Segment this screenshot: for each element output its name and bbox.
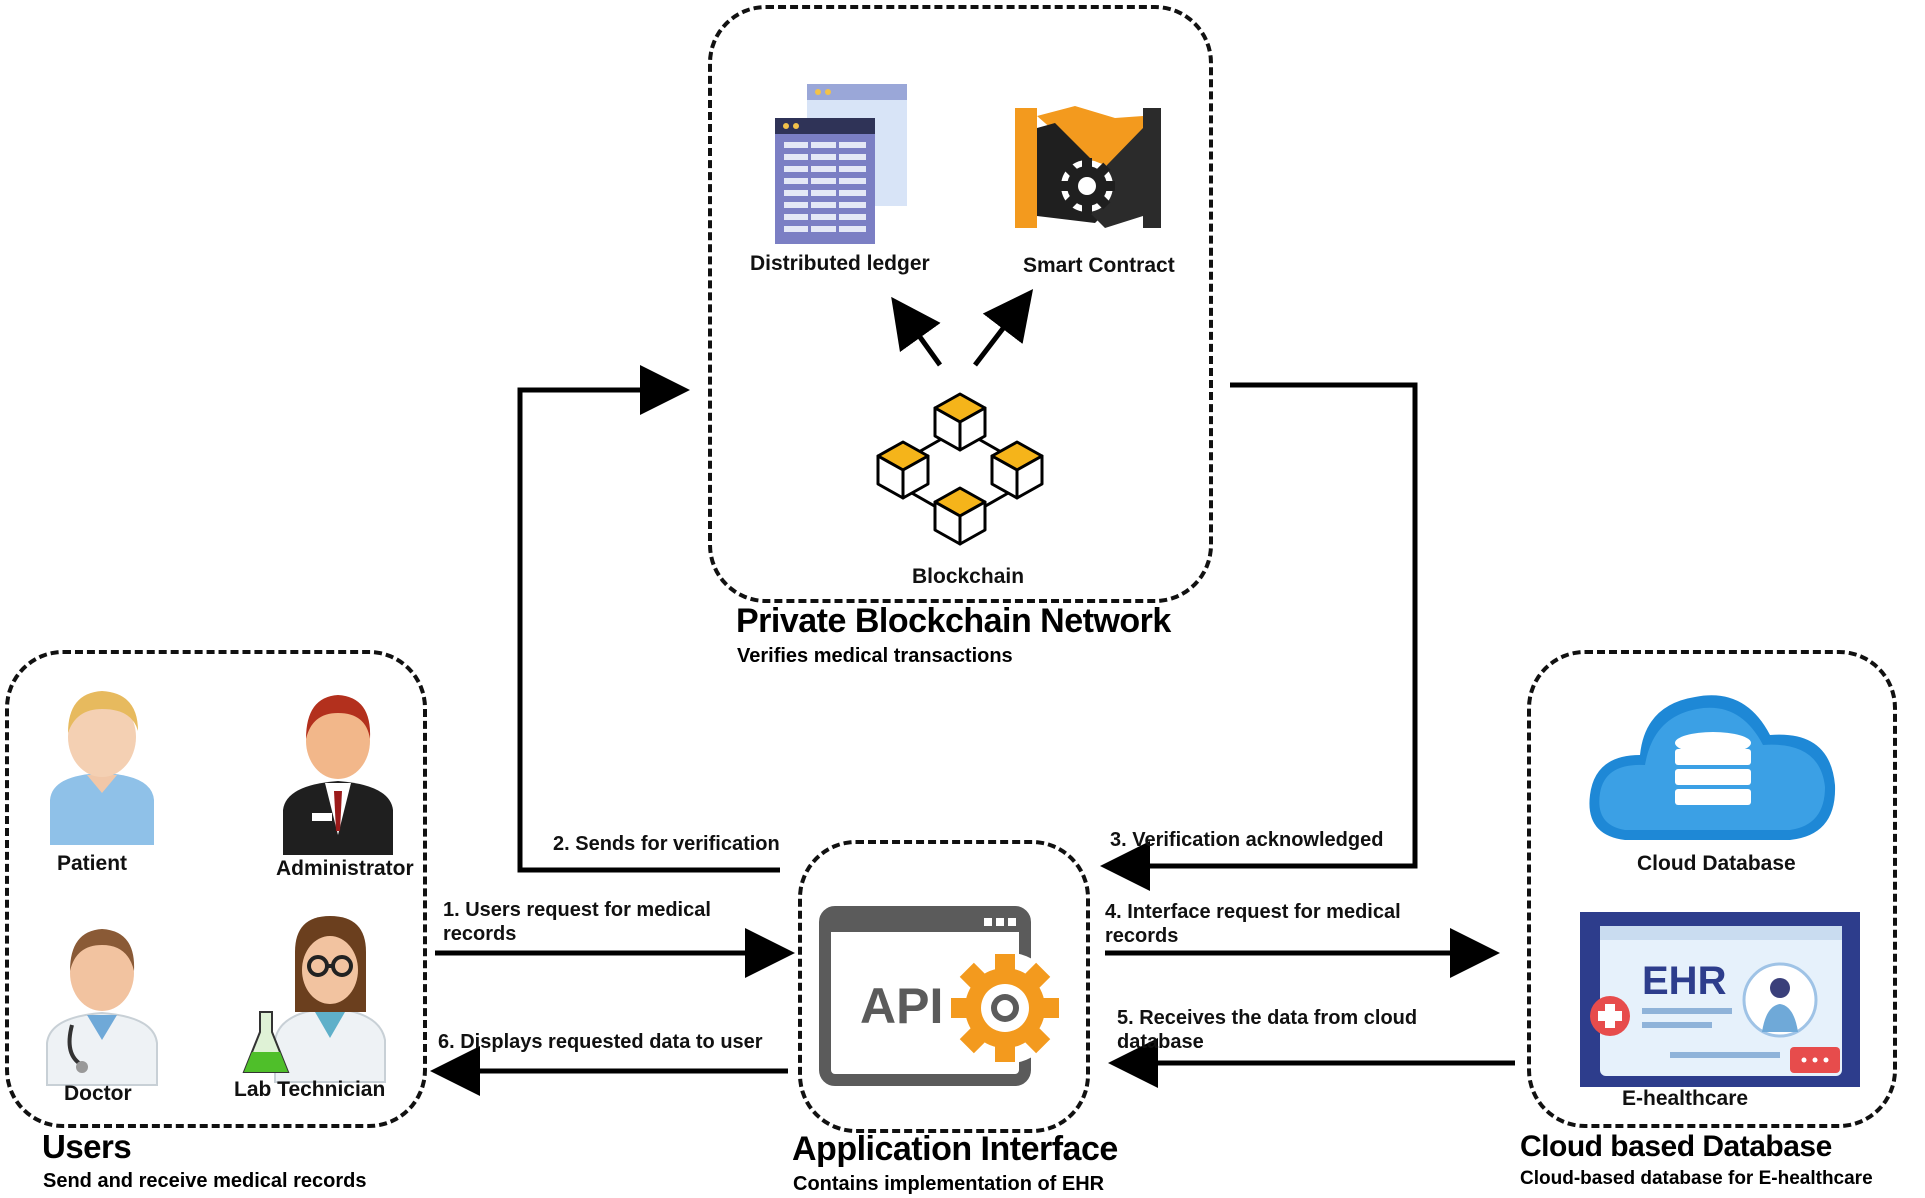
cloud-database-label: Cloud Database [1637,852,1796,875]
e-healthcare-label: E-healthcare [1622,1087,1749,1110]
smart-contract-handshake-icon [1015,106,1161,228]
cloud-database-box [1527,650,1897,1128]
ehr-e-healthcare-icon: EHR [1580,912,1860,1087]
blockchain-network-subtitle: Verifies medical transactions [737,645,1013,667]
blockchain-network-box [708,5,1213,603]
step-5-label: 5. Receives the data from cloud database [1117,1007,1418,1053]
arrow-to-contract [973,289,1034,367]
arrow-verification-acknowledged [1100,382,1418,891]
step-1-label: 1. Users request for medical records [443,899,711,945]
users-subtitle: Send and receive medical records [43,1170,367,1192]
doctor-label: Doctor [64,1082,132,1105]
application-interface-box [798,840,1090,1133]
administrator-avatar-icon [283,695,393,855]
application-interface-title: Application Interface [792,1130,1118,1168]
arrow-to-ledger [891,296,943,367]
administrator-label: Administrator [276,857,414,880]
cloud-database-icon [1589,695,1836,840]
application-interface-subtitle: Contains implementation of EHR [793,1173,1105,1195]
ehr-text: EHR [1642,959,1727,1003]
users-box [5,650,427,1128]
step-2-label: 2. Sends for verification [553,833,780,855]
patient-avatar-icon [50,691,154,845]
doctor-avatar-icon [46,929,158,1086]
patient-label: Patient [57,852,128,875]
step-3-label: 3. Verification acknowledged [1110,829,1384,851]
arrow-sends-for-verification [517,365,780,873]
distributed-ledger-label: Distributed ledger [750,252,930,275]
cloud-database-title: Cloud based Database [1520,1130,1832,1163]
api-gear-icon: API [819,906,1061,1086]
api-icon-text: API [860,978,943,1034]
lab-technician-label: Lab Technician [234,1078,386,1101]
cloud-database-subtitle: Cloud-based database for E-healthcare [1520,1168,1873,1189]
users-title: Users [42,1128,132,1165]
blockchain-cubes-icon [876,392,1044,546]
blockchain-label: Blockchain [912,565,1025,588]
step-4-label: 4. Interface request for medical records [1105,901,1401,947]
distributed-ledger-icon [775,84,907,244]
lab-technician-avatar-icon [242,916,386,1083]
step-6-label: 6. Displays requested data to user [438,1031,763,1053]
smart-contract-label: Smart Contract [1023,254,1175,277]
blockchain-network-title: Private Blockchain Network [736,602,1171,640]
